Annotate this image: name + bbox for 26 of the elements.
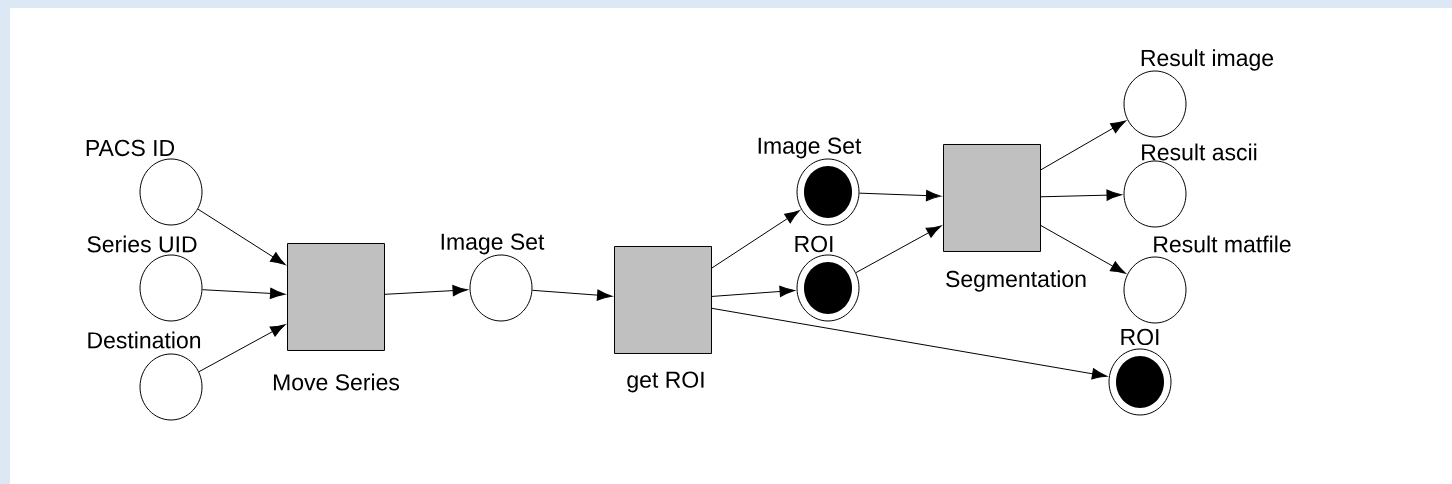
node-label: Result ascii bbox=[1142, 143, 1257, 161]
arrow bbox=[1040, 189, 1122, 201]
arrow bbox=[1040, 120, 1126, 171]
node-label: PACS ID bbox=[86, 139, 175, 157]
arrow bbox=[197, 208, 286, 266]
node-label: Destination bbox=[88, 331, 201, 349]
arrow bbox=[711, 285, 795, 298]
node-label: Result matfile bbox=[1154, 235, 1291, 253]
arrow bbox=[1040, 225, 1126, 274]
node-label: Image Set bbox=[758, 137, 862, 159]
arrow bbox=[855, 225, 942, 274]
arrow bbox=[201, 287, 286, 300]
node-label: ROI bbox=[795, 235, 833, 253]
node-label: Image Set bbox=[441, 233, 545, 255]
node-label: Segmentation bbox=[946, 270, 1086, 292]
arrow bbox=[198, 324, 286, 373]
arrow bbox=[711, 210, 800, 269]
node-label: Move Series bbox=[274, 373, 400, 391]
arrow bbox=[859, 189, 942, 202]
node-label: get ROI bbox=[627, 371, 704, 393]
node-label: Result image bbox=[1141, 49, 1274, 71]
node-label: ROI bbox=[1121, 328, 1159, 346]
arrow bbox=[384, 284, 468, 297]
node-label: Series UID bbox=[87, 235, 197, 253]
arrow bbox=[711, 307, 1108, 380]
arrow bbox=[531, 289, 613, 301]
